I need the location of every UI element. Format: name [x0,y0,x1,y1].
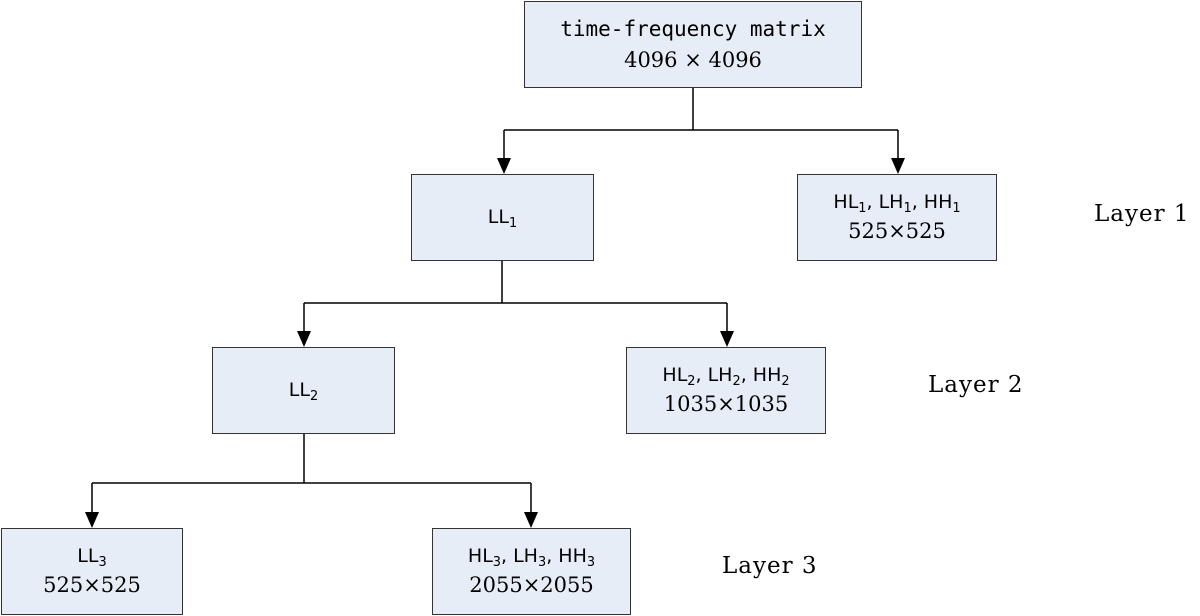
node-label: HL2, LH2, HH2 [662,363,790,390]
arrowhead [720,331,734,347]
node-label: LL1 [487,205,518,232]
connector-root [503,88,899,158]
layer-label-2: Layer 2 [928,372,1024,398]
node-ll1: LL1 [411,174,594,261]
layer-label-3: Layer 3 [722,553,818,579]
arrowhead [297,331,311,347]
node-ll3: LL3 525×525 [1,528,183,615]
node-label: HL3, LH3, HH3 [467,544,596,571]
node-title: time-frequency matrix [560,17,826,42]
arrowhead [85,512,99,528]
node-size: 525×525 [43,573,141,598]
node-high-bands-1: HL1, LH1, HH1 525×525 [797,174,997,261]
node-size: 1035×1035 [663,392,789,417]
node-high-bands-3: HL3, LH3, HH3 2055×2055 [432,528,631,615]
node-label: LL2 [288,378,319,405]
node-label: LL3 [77,544,107,571]
layer-label-1: Layer 1 [1094,201,1190,227]
node-size: 2055×2055 [469,573,594,598]
connector-ll2 [91,434,532,512]
node-ll2: LL2 [212,347,395,434]
arrowhead [497,158,511,174]
node-high-bands-2: HL2, LH2, HH2 1035×1035 [626,347,826,434]
arrowhead [524,512,538,528]
node-size: 525×525 [848,219,946,244]
node-time-frequency-matrix: time-frequency matrix 4096 × 4096 [524,1,862,88]
arrowhead [891,158,905,174]
connector-ll1 [303,261,728,331]
node-size: 4096 × 4096 [624,47,762,72]
node-label: HL1, LH1, HH1 [833,190,961,217]
